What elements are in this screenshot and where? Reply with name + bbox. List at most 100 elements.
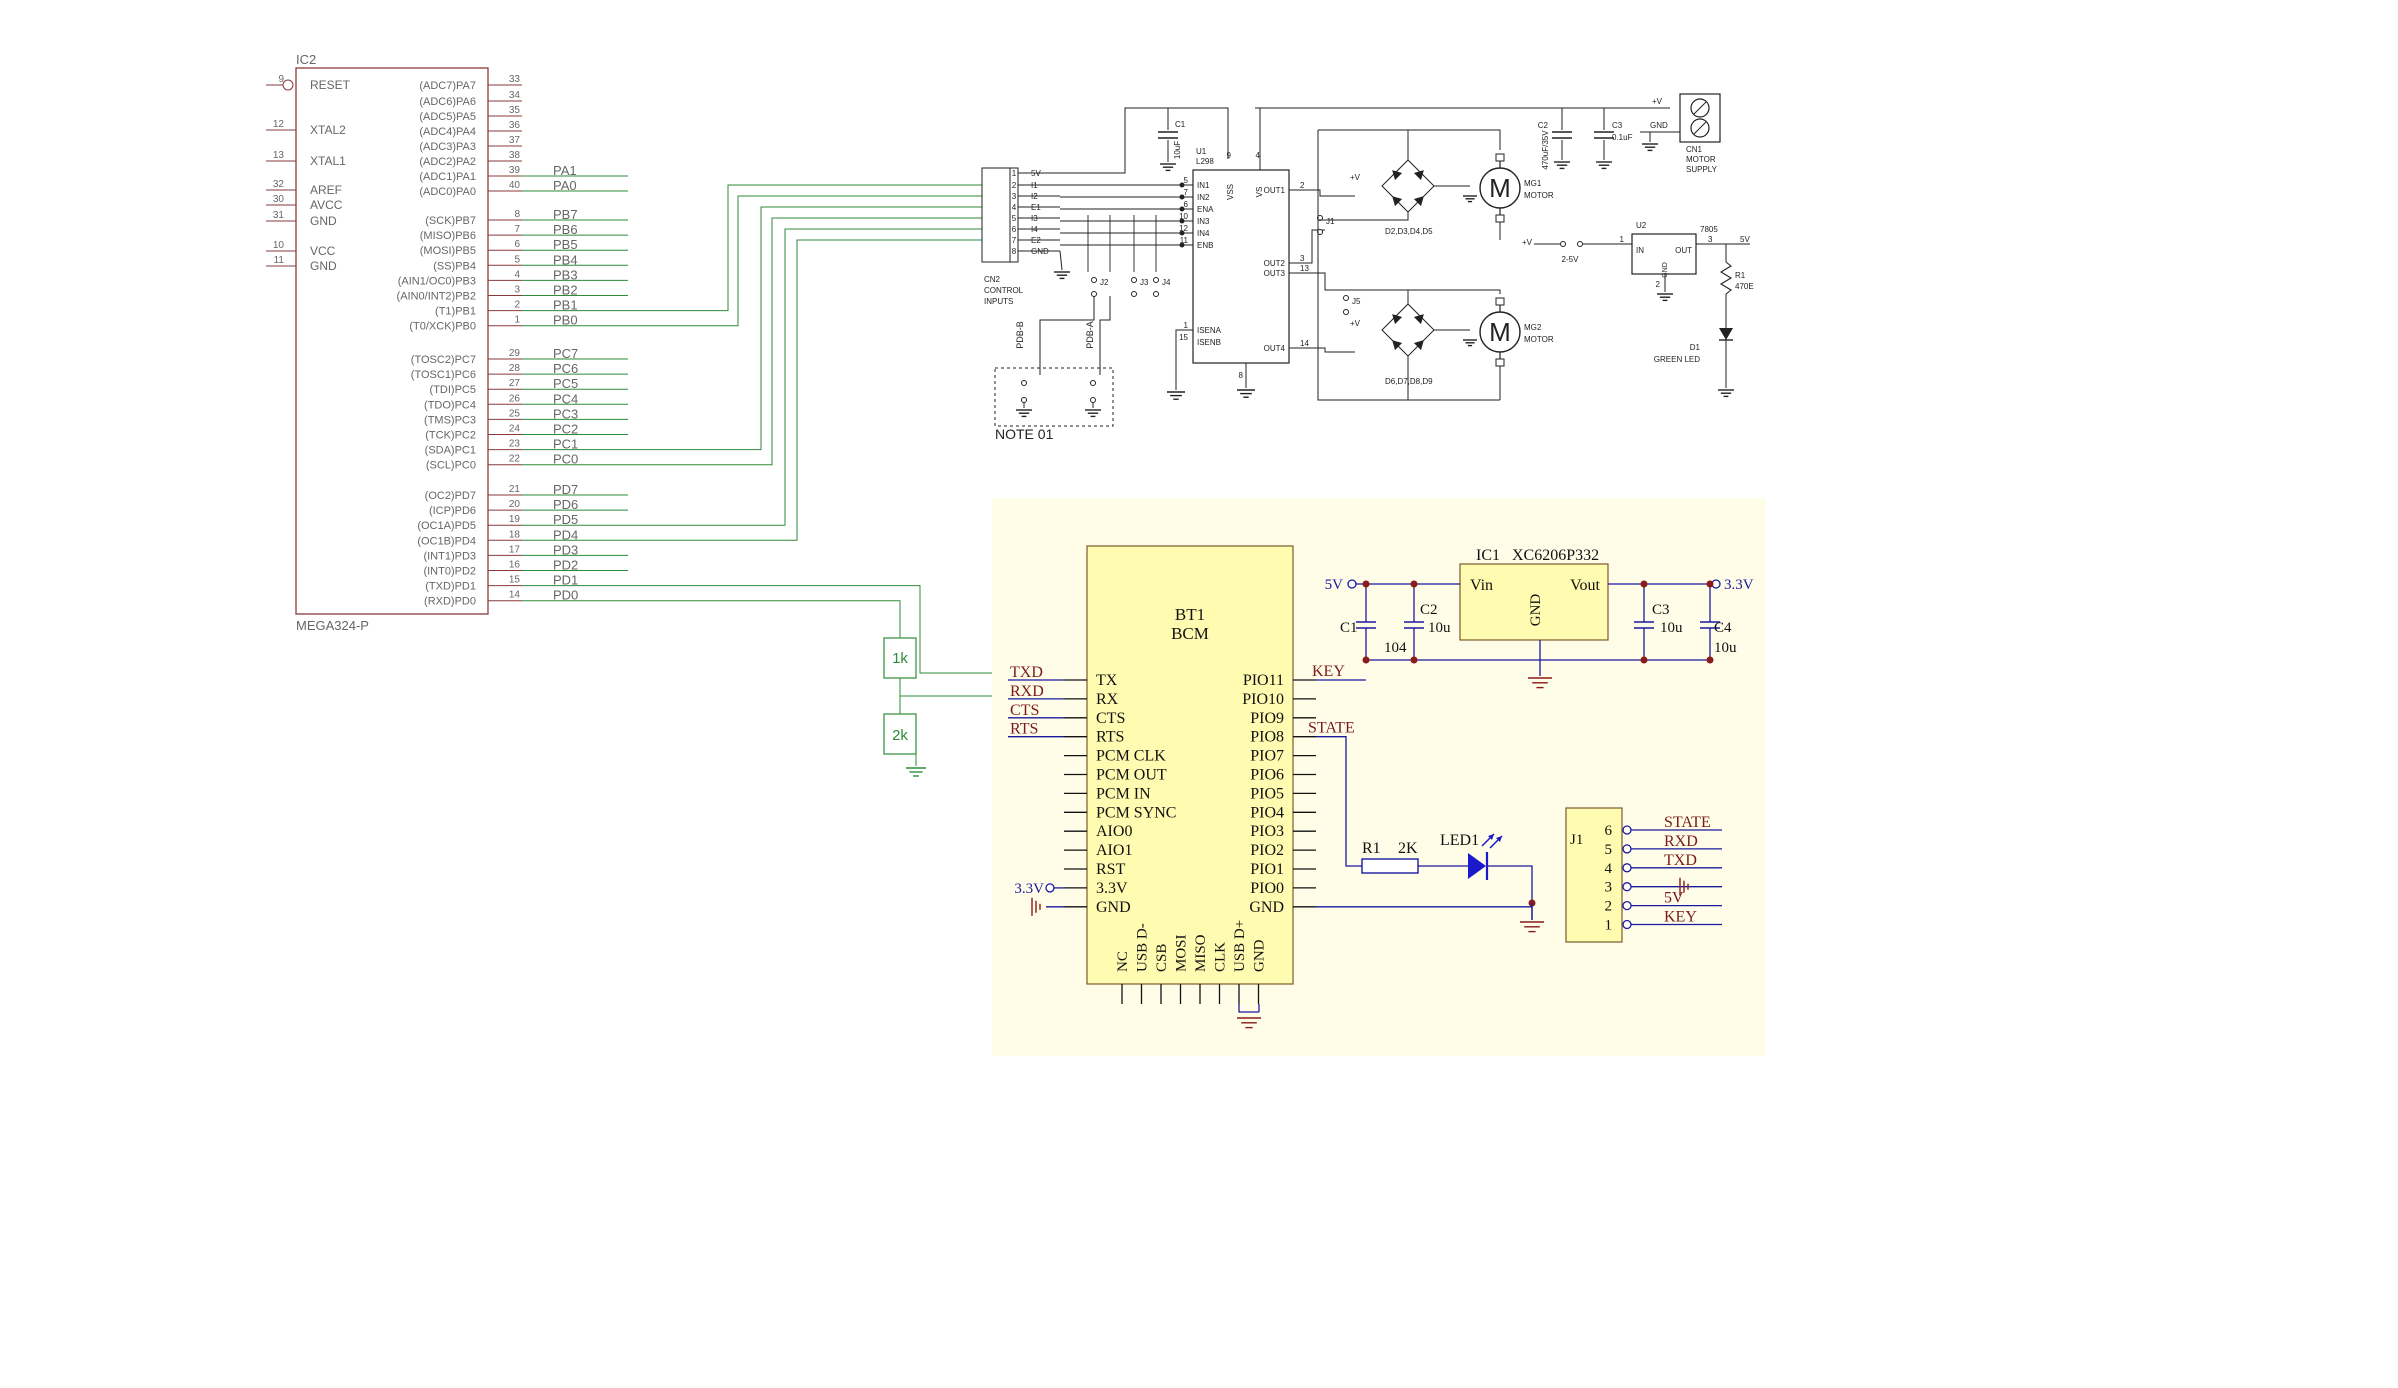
c1-value-label: 10uF (1173, 141, 1182, 159)
bt-pin-name: PIO2 (1250, 842, 1284, 859)
bt-pin-name: USB D- (1135, 923, 1151, 972)
ground-icon (1657, 293, 1673, 302)
cn1-label: MOTOR (1686, 155, 1716, 164)
ic2-pin-name: (OC1B)PD4 (417, 535, 476, 547)
net-label: PD5 (553, 512, 578, 527)
ic2-pin-number: 34 (509, 90, 521, 101)
j1-pin-contact (1622, 900, 1632, 911)
u1-pin-number: 1 (1184, 321, 1189, 330)
junction-dot (1362, 580, 1370, 588)
net-label: PC6 (553, 361, 578, 376)
c4-value-label: 10u (1714, 640, 1737, 656)
c1-ref-label: C1 (1175, 120, 1186, 129)
net-label: PB2 (553, 283, 578, 298)
wire (1238, 1004, 1259, 1013)
j1-ref-label: J1 (1570, 832, 1583, 848)
wire (1059, 250, 1063, 271)
ic2-pin-number: 40 (509, 180, 521, 191)
junction-dot (1640, 580, 1648, 588)
ic1-gnd-label: GND (1528, 594, 1544, 627)
reg-vplus-label: +V (1522, 238, 1533, 247)
diode-icon (1392, 170, 1403, 181)
d1-ref-label: D1 (1690, 343, 1701, 352)
jumper-label: J3 (1140, 278, 1149, 287)
j1-net-label: STATE (1664, 814, 1711, 831)
switch-contact (1021, 397, 1027, 403)
u1-pin-number: 4 (1256, 151, 1261, 160)
u2-regulator-body (1631, 233, 1697, 275)
u1-pin-name: IN2 (1197, 193, 1210, 202)
ic2-pin-number: 39 (509, 165, 521, 176)
u1-pin-name: ENB (1197, 241, 1213, 250)
ic2-pin-number: 1 (514, 315, 520, 326)
cn2-pin-name: 5V (1031, 169, 1041, 178)
ic2-pin-name: (SCL)PC0 (426, 460, 476, 472)
ic2-pin-number: 19 (509, 514, 521, 525)
ic2-pin-name: (ADC4)PA4 (419, 126, 476, 138)
out3-wire (1289, 272, 1355, 291)
pdb-b-label: PDB-B (1015, 321, 1025, 349)
net-label: PB4 (553, 252, 578, 267)
c3-value-label: 0.1uF (1612, 133, 1633, 142)
j1-pin-contact (1622, 863, 1632, 873)
jumper-contact (1131, 277, 1137, 283)
cn1-label: SUPPLY (1686, 165, 1718, 174)
ic2-pin-name: (INT0)PD2 (423, 566, 476, 578)
ic2-pin-number: 31 (273, 210, 285, 221)
switch-contact (1021, 380, 1027, 386)
ground-icon (1085, 409, 1101, 418)
supply-terminal (1347, 579, 1357, 589)
uart-rx-wire (628, 600, 901, 638)
c3-ref-label: C3 (1652, 602, 1670, 618)
bt-pin-name: RST (1096, 861, 1126, 878)
u1-pin-name: ISENA (1197, 326, 1222, 335)
ic2-pin-number: 18 (509, 529, 521, 540)
ic2-pin-number: 15 (509, 575, 521, 586)
wire (1408, 289, 1501, 294)
ic2-pin-number: 29 (509, 348, 521, 359)
u1-pin-name: VSS (1226, 184, 1235, 200)
ic2-part-label: MEGA324-P (296, 618, 369, 633)
junction-dot (1706, 580, 1714, 588)
jumper-contact (1343, 309, 1349, 315)
u1-pin-name: ENA (1197, 205, 1214, 214)
bt-pin-name: AIO1 (1096, 842, 1132, 859)
ic2-pin-name: RESET (310, 78, 351, 92)
ic2-pin-number: 4 (514, 269, 520, 280)
bt-pin-name: PIO3 (1250, 823, 1284, 840)
c2-ref-label: C2 (1538, 121, 1549, 130)
net-label: PD3 (553, 542, 578, 557)
u1-l298-body (1192, 169, 1290, 364)
ic2-pin-number: 8 (514, 209, 520, 220)
ic2-pin-number: 27 (509, 378, 521, 389)
net-label: PD0 (553, 588, 578, 603)
cn2-ref-label: CN2 (984, 275, 1001, 284)
net-label: PD7 (553, 482, 578, 497)
ic2-pin-name: (ADC6)PA6 (419, 96, 476, 108)
ic1-ref-label: IC1 (1476, 547, 1500, 564)
u1-pin-number: 14 (1300, 339, 1309, 348)
cn2-pin-number: 4 (1012, 203, 1017, 212)
bt-pin-name: CTS (1096, 710, 1125, 727)
j1-pin-number: 1 (1605, 918, 1613, 934)
bt-pin-name: RX (1096, 691, 1119, 708)
wire (1408, 129, 1501, 150)
ic2-pin-name: (T0/XCK)PB0 (409, 321, 476, 333)
cn2-label: CONTROL (984, 286, 1024, 295)
junction-dot (1179, 182, 1185, 188)
ic2-pin-number: 7 (514, 224, 520, 235)
jumper-2-5v-label: 2-5V (1562, 255, 1580, 264)
net-label: PD2 (553, 558, 578, 573)
u2-in-label: IN (1636, 246, 1644, 255)
ic2-pin-number: 32 (273, 179, 285, 190)
c1-ref-label: C1 (1340, 620, 1358, 636)
ic1-regulator-body (1459, 563, 1609, 641)
bt-pin-name: PIO4 (1250, 804, 1284, 821)
wire (1318, 212, 1409, 221)
net-label: PC5 (553, 376, 578, 391)
jumper-contact (1153, 291, 1159, 297)
c2-value-label: 470uF/35V (1541, 130, 1550, 170)
state-wire (1316, 736, 1362, 867)
